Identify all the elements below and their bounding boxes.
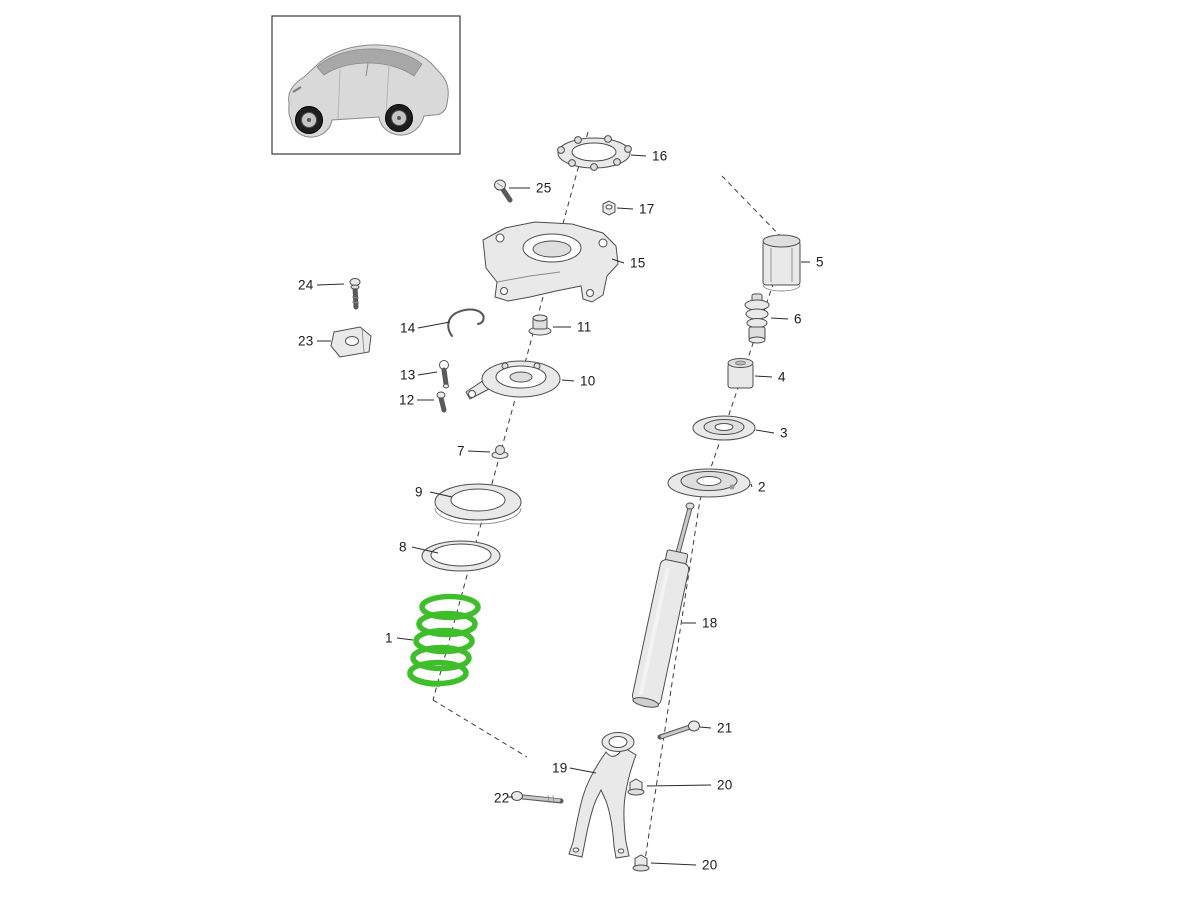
leader-line-part-label-6 [770, 317, 789, 320]
leader-line-part-label-15 [611, 258, 625, 264]
part-label-8[interactable]: 8 [399, 539, 407, 555]
part-label-3[interactable]: 3 [780, 425, 788, 441]
part-20-flange-nut-upper[interactable] [627, 778, 645, 796]
part-label-7[interactable]: 7 [457, 443, 465, 459]
part-5-buffer-tube[interactable] [762, 234, 801, 292]
leader-line-part-label-13 [417, 371, 438, 376]
leader-line-part-label-17 [616, 207, 634, 210]
leader-line-part-label-3 [755, 429, 775, 434]
part-label-23[interactable]: 23 [298, 333, 314, 349]
car-side-view-icon [288, 44, 449, 138]
part-21-bolt[interactable] [657, 720, 700, 740]
part-19-fork[interactable] [568, 732, 637, 859]
leader-line-part-label-1 [396, 637, 414, 641]
part-17-nut[interactable] [602, 200, 616, 216]
leader-line-part-label-14 [417, 321, 451, 329]
part-label-5[interactable]: 5 [816, 254, 824, 270]
leader-line-part-label-20-upper [646, 784, 712, 787]
part-label-4[interactable]: 4 [778, 369, 786, 385]
part-label-6[interactable]: 6 [794, 311, 802, 327]
part-22-long-bolt[interactable] [511, 791, 564, 804]
part-label-24[interactable]: 24 [298, 277, 314, 293]
part-label-13[interactable]: 13 [400, 367, 416, 383]
leader-line-part-label-10 [561, 379, 575, 382]
part-label-21[interactable]: 21 [717, 720, 733, 736]
part-label-12[interactable]: 12 [399, 392, 415, 408]
part-12-bolt[interactable] [436, 391, 447, 413]
part-4-spacer[interactable] [727, 358, 754, 389]
part-23-holder[interactable] [330, 326, 372, 358]
part-13-sensor-link[interactable] [439, 360, 449, 389]
part-18-shock-absorber[interactable] [631, 502, 695, 709]
leader-line-part-label-16 [630, 154, 647, 157]
part-label-15[interactable]: 15 [630, 255, 646, 271]
part-label-10[interactable]: 10 [580, 373, 596, 389]
part-6-bump-stop[interactable] [744, 293, 770, 344]
part-14-retaining-clip[interactable] [447, 308, 485, 337]
part-24-screw[interactable] [349, 278, 361, 310]
part-9-spring-support[interactable] [434, 483, 522, 525]
part-16-retaining-ring[interactable] [557, 135, 632, 171]
part-label-20-upper[interactable]: 20 [717, 777, 733, 793]
part-label-17[interactable]: 17 [639, 201, 655, 217]
part-11-nut[interactable] [528, 314, 552, 336]
leader-line-part-label-8 [411, 546, 439, 554]
part-label-22[interactable]: 22 [494, 790, 510, 806]
part-label-16[interactable]: 16 [652, 148, 668, 164]
part-2-spring-seat[interactable] [667, 468, 751, 498]
leader-line-part-label-19 [569, 767, 597, 774]
part-label-1[interactable]: 1 [385, 630, 393, 646]
leader-line-part-label-2 [750, 483, 753, 488]
leader-lines [316, 154, 810, 866]
part-7-cap-nut[interactable] [491, 445, 509, 459]
leader-line-part-label-7 [467, 450, 491, 453]
part-8-damper-ring[interactable] [421, 540, 501, 572]
leader-line-part-label-24 [316, 283, 345, 286]
part-3-plate[interactable] [692, 415, 756, 441]
part-label-25[interactable]: 25 [536, 180, 552, 196]
part-label-14[interactable]: 14 [400, 320, 416, 336]
leader-line-part-label-9 [429, 491, 453, 498]
part-20-flange-nut-lower[interactable] [632, 854, 650, 872]
vehicle-thumbnail[interactable] [271, 15, 461, 155]
part-label-18[interactable]: 18 [702, 615, 718, 631]
part-15-support-bracket[interactable] [482, 221, 619, 303]
leader-line-part-label-4 [754, 375, 773, 378]
leader-line-part-label-20-lower [650, 862, 697, 866]
part-label-11[interactable]: 11 [577, 319, 592, 335]
part-25-screw[interactable] [494, 179, 513, 203]
part-10-strut-mount[interactable] [465, 360, 561, 400]
part-1-coil-spring[interactable] [407, 593, 481, 687]
part-label-9[interactable]: 9 [415, 484, 423, 500]
part-label-2[interactable]: 2 [758, 479, 766, 495]
leader-line-part-label-21 [699, 726, 712, 729]
part-label-19[interactable]: 19 [552, 760, 568, 776]
part-label-20-lower[interactable]: 20 [702, 857, 718, 873]
